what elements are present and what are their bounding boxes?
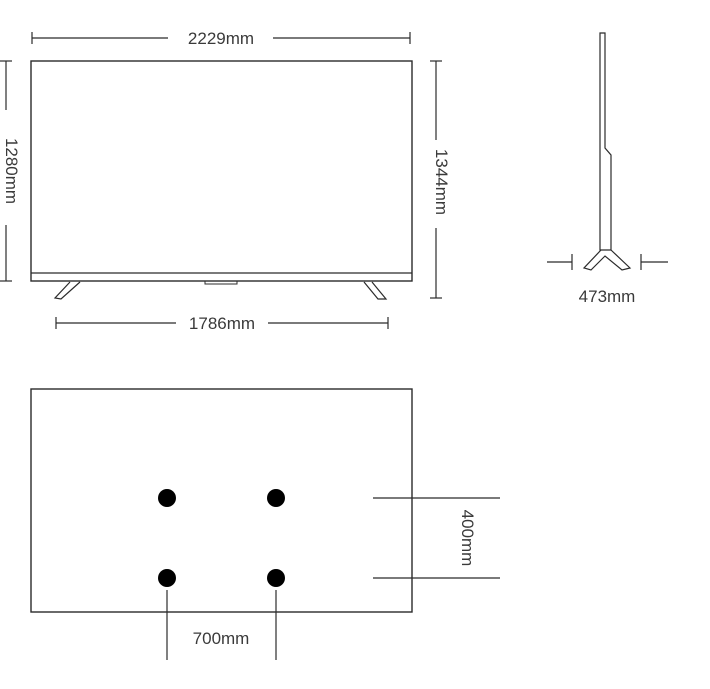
stand-depth-dimension: 473mm — [547, 254, 668, 306]
right-foot — [363, 281, 388, 300]
overall-width-label: 2229mm — [188, 29, 254, 48]
vesa-horizontal-dimension: 700mm — [166, 590, 277, 660]
screen-height-label: 1280mm — [2, 138, 21, 204]
overall-height-dimension: 1344mm — [430, 60, 451, 299]
vesa-vertical-label: 400mm — [458, 510, 477, 567]
front-view: 2229mm 1280mm 1344mm — [0, 29, 451, 333]
overall-width-dimension: 2229mm — [31, 29, 411, 48]
screen-height-dimension: 1280mm — [0, 60, 21, 282]
vesa-horizontal-label: 700mm — [193, 629, 250, 648]
stand-span-dimension: 1786mm — [55, 314, 389, 333]
side-view: 473mm — [547, 32, 668, 306]
stand-depth-label: 473mm — [579, 287, 636, 306]
vesa-hole-bottom-right — [267, 569, 285, 587]
rear-view: 400mm 700mm — [30, 388, 500, 660]
tv-side-profile — [599, 32, 612, 251]
tv-rear-outline — [30, 388, 413, 613]
vesa-hole-bottom-left — [158, 569, 176, 587]
tv-front-outline — [30, 60, 413, 282]
left-foot — [53, 281, 81, 300]
stand-span-label: 1786mm — [189, 314, 255, 333]
bottom-tab — [204, 280, 238, 285]
vesa-hole-top-left — [158, 489, 176, 507]
overall-height-label: 1344mm — [432, 149, 451, 215]
vesa-hole-top-right — [267, 489, 285, 507]
side-foot — [582, 249, 632, 271]
vesa-vertical-dimension: 400mm — [373, 497, 500, 579]
